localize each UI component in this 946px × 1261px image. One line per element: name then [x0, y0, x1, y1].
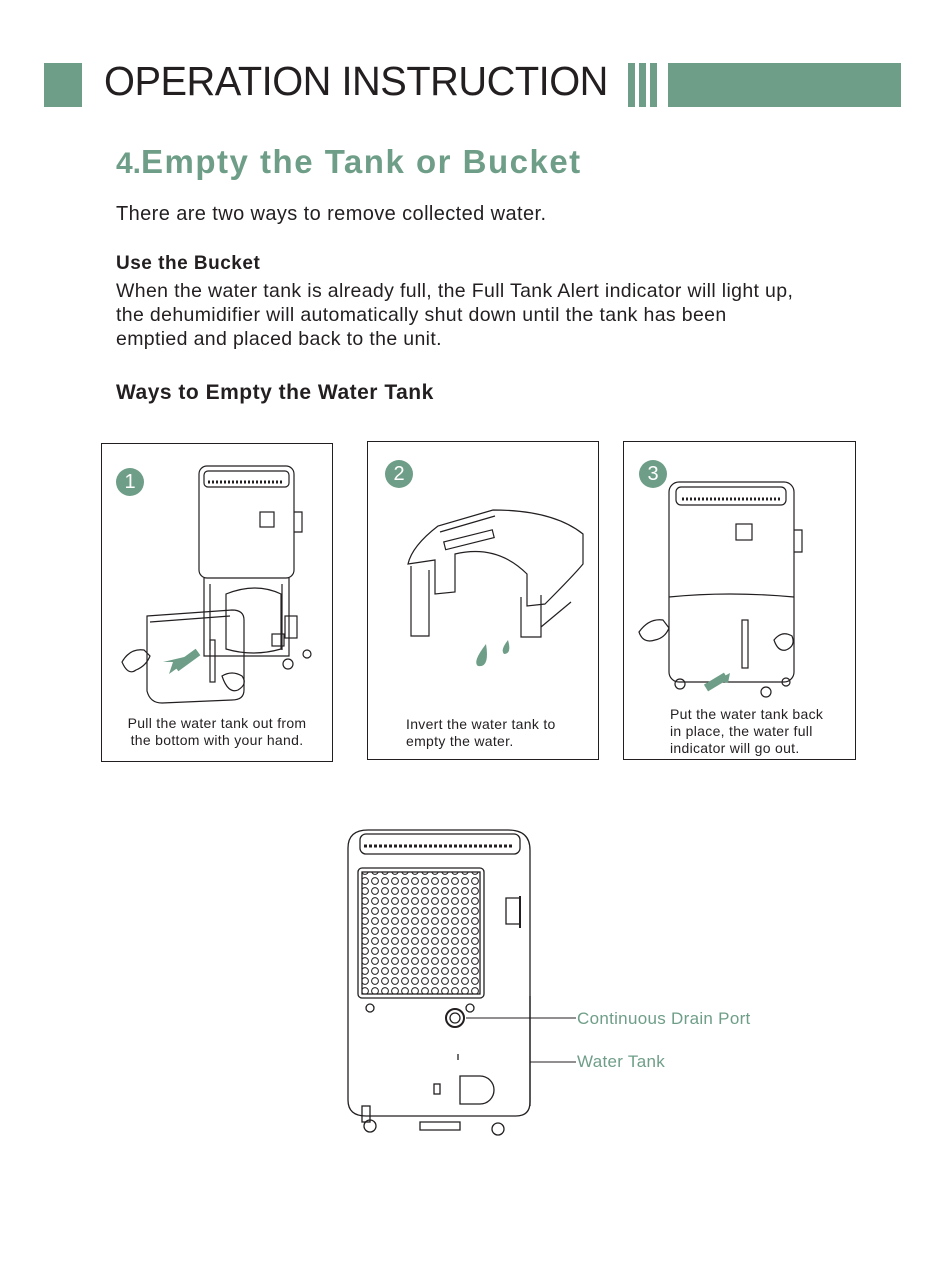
drain-port-label: Continuous Drain Port [577, 1009, 751, 1028]
step-1-caption: Pull the water tank out from the bottom … [102, 715, 332, 749]
step-3-caption-line-2: in place, the water full [670, 723, 813, 739]
step-1-panel: 1 Pull the water tank out from the botto… [101, 443, 333, 762]
step-3-caption: Put the water tank back in place, the wa… [670, 706, 823, 757]
section-title: 4.Empty the Tank or Bucket [116, 143, 582, 181]
step-3-panel: 3 Put the water tank back in place, the … [623, 441, 856, 760]
callout-lines [466, 1017, 576, 1063]
dehumidifier-back-illustration [347, 829, 531, 1136]
header-accent-block [44, 63, 82, 107]
step-2-panel: 2 Invert the water tank to empty the wat… [367, 441, 599, 760]
step-3-number: 3 [639, 460, 667, 488]
step-2-caption-line-1: Invert the water tank to [406, 716, 556, 732]
intro-text: There are two ways to remove collected w… [116, 203, 547, 225]
step-2-number: 2 [385, 460, 413, 488]
step-3-caption-line-3: indicator will go out. [670, 740, 800, 756]
step-3-illustration [638, 481, 803, 698]
ways-heading: Ways to Empty the Water Tank [116, 381, 434, 404]
bucket-heading: Use the Bucket [116, 253, 261, 274]
step-1-number: 1 [116, 468, 144, 496]
step-1-illustration [121, 465, 312, 704]
header-accent-bar [668, 63, 901, 107]
bucket-description: When the water tank is already full, the… [116, 279, 793, 351]
water-tank-label: Water Tank [577, 1052, 666, 1071]
step-1-caption-line-2: the bottom with your hand. [130, 732, 304, 748]
dehumidifier-back-view [340, 826, 540, 1146]
page-header-title: OPERATION INSTRUCTION [104, 58, 608, 104]
bucket-line-2: the dehumidifier will automatically shut… [116, 304, 727, 326]
step-1-caption-line-1: Pull the water tank out from [127, 715, 307, 731]
section-number: 4. [116, 147, 142, 180]
bucket-line-1: When the water tank is already full, the… [116, 280, 794, 302]
header-stripe-bars [628, 63, 661, 107]
step-2-caption-line-2: empty the water. [406, 733, 514, 749]
section-title-text: Empty the Tank or Bucket [141, 143, 582, 180]
step-2-illustration [407, 509, 584, 667]
step-3-caption-line-1: Put the water tank back [670, 706, 824, 722]
bucket-line-3: emptied and placed back to the unit. [116, 328, 442, 350]
step-2-caption: Invert the water tank to empty the water… [406, 716, 556, 750]
